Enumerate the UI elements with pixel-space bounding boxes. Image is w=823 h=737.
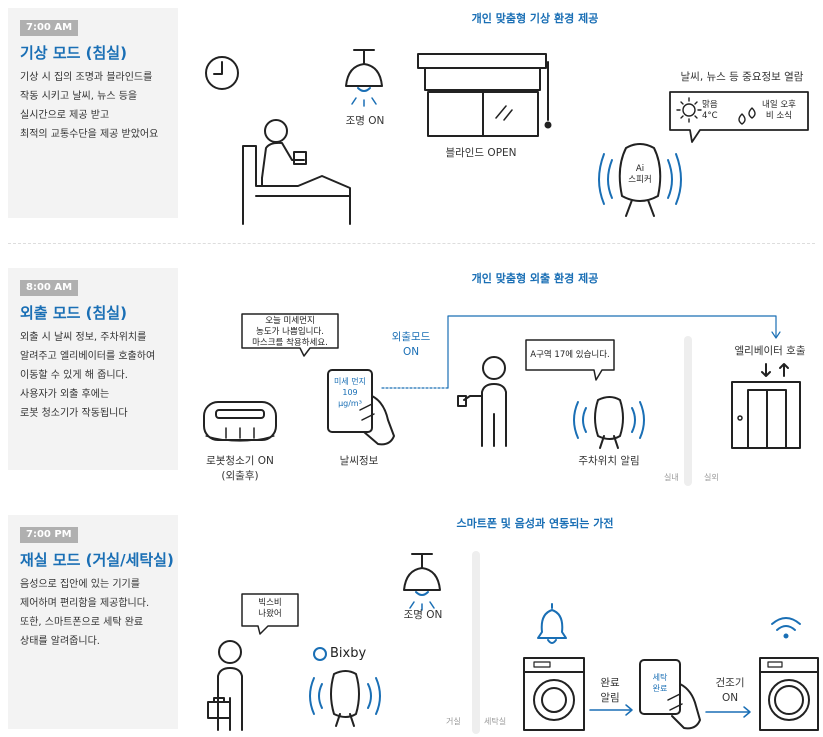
bixby-logo-icon	[313, 647, 327, 661]
mode-title: 기상 모드 (침실)	[20, 44, 127, 62]
light-label: 조명 ON	[345, 115, 385, 127]
person-in-bed-icon	[242, 119, 351, 225]
person-standing-icon	[457, 356, 507, 447]
sun-icon	[676, 97, 702, 123]
dryer-icon	[759, 657, 819, 731]
robot-vacuum-label: 로봇청소기 ON(외출후)	[206, 455, 274, 482]
wifi-icon	[771, 617, 801, 639]
phone-in-hand-icon	[639, 659, 701, 730]
laundry-room-label: 세탁실	[484, 717, 507, 726]
bell-icon	[537, 603, 567, 644]
parking-bubble	[525, 339, 615, 381]
window-blind-icon	[417, 53, 552, 137]
bixby-bubble	[241, 593, 299, 635]
info-bubble	[669, 91, 809, 143]
ai-speaker-icon	[598, 143, 682, 217]
info-label: 날씨, 뉴스 등 중요정보 열람	[680, 71, 804, 83]
inside-label: 실내	[664, 473, 679, 482]
mode-title: 외출 모드 (침실)	[20, 304, 127, 322]
section-heading: 개인 맞춤형 기상 환경 제공	[471, 12, 599, 25]
blind-label: 블라인드 OPEN	[445, 147, 517, 159]
arrow	[705, 706, 751, 718]
outside-label: 실외	[704, 473, 719, 482]
elevator-icon	[731, 363, 801, 449]
speaker-icon	[573, 396, 645, 449]
time-badge: 7:00 AM	[20, 20, 79, 36]
ceiling-light-icon	[345, 49, 383, 107]
clock-icon	[205, 56, 239, 90]
robot-vacuum-icon	[203, 401, 277, 442]
phone-in-hand-icon	[327, 369, 395, 446]
section-divider	[8, 243, 815, 244]
ceiling-light-icon	[403, 553, 441, 611]
living-room-label: 거실	[446, 717, 461, 726]
time-badge: 8:00 AM	[20, 280, 79, 296]
section-heading: 스마트폰 및 음성과 연동되는 가전	[456, 517, 614, 530]
parking-bubble-text: A구역 17에 있습니다.	[530, 350, 610, 360]
dust-bubble	[241, 313, 339, 357]
time-badge: 7:00 PM	[20, 527, 78, 543]
parking-label: 주차위치 알림	[578, 455, 640, 467]
connection-line	[381, 315, 781, 389]
elevator-label: 엘리베이터 호출	[734, 345, 806, 357]
light-label: 조명 ON	[403, 609, 443, 621]
mode-title: 재실 모드 (거실/세탁실)	[20, 551, 174, 569]
weather-info-label: 날씨정보	[339, 455, 379, 467]
washer-icon	[523, 657, 585, 731]
section-heading: 개인 맞춤형 외출 환경 제공	[471, 272, 599, 285]
person-with-bag-icon	[207, 640, 243, 731]
speaker-icon	[309, 670, 381, 727]
arrow	[589, 704, 633, 716]
rain-icon	[738, 107, 756, 125]
bixby-logo: Bixby	[330, 646, 367, 661]
